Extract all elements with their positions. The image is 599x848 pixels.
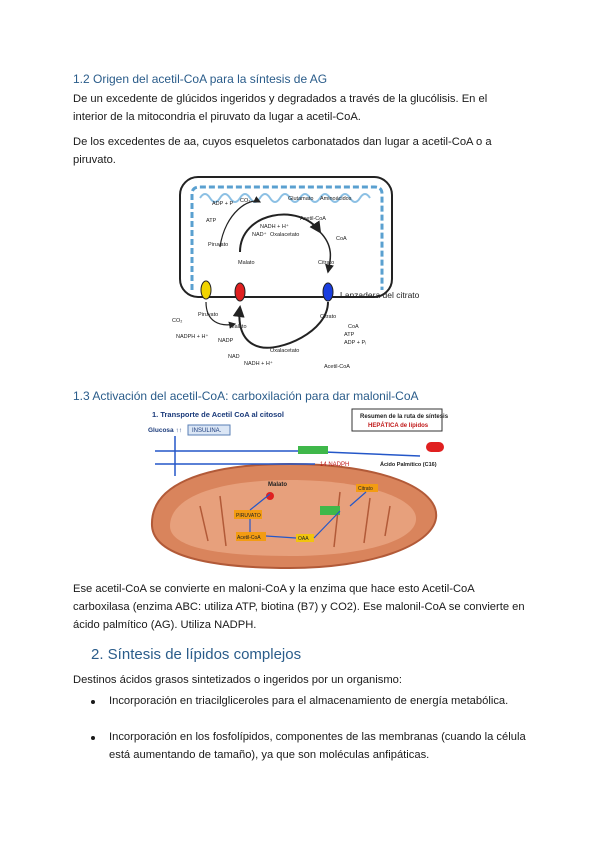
glucosa-label: Glucosa ↑↑: [148, 427, 182, 434]
section-heading-1-2: 1.2 Origen del acetil-CoA para la síntes…: [73, 72, 328, 86]
paragraph-glucidos: De un excedente de glúcidos ingeridos y …: [73, 93, 488, 123]
list-item: Incorporación en los fosfolípidos, compo…: [109, 731, 526, 761]
svg-text:NADH + H⁺: NADH + H⁺: [260, 223, 289, 230]
svg-text:Piruvato: Piruvato: [208, 242, 228, 248]
svg-text:Malato: Malato: [230, 324, 247, 330]
svg-text:ADP + P: ADP + P: [212, 201, 233, 207]
svg-text:ADP + Pᵢ: ADP + Pᵢ: [344, 340, 366, 346]
citrato-label: Citrato: [358, 486, 373, 492]
fig2-title: 1. Transporte de Acetil CoA al citosol: [152, 410, 284, 419]
resumen-line2: HEPÁTICA de lípidos: [368, 422, 429, 429]
svg-text:NAD⁺: NAD⁺: [252, 231, 267, 238]
citrate-shuttle-diagram: ADP + P CO₂ ATP Piruvato NADH + H⁺ NAD⁺ …: [172, 176, 420, 370]
svg-text:NADH + H⁺: NADH + H⁺: [244, 360, 273, 367]
svg-text:Malato: Malato: [238, 260, 255, 266]
svg-text:Citrato: Citrato: [318, 260, 334, 266]
section-heading-2: 2. Síntesis de lípidos complejos: [91, 646, 302, 663]
svg-text:ATP: ATP: [206, 218, 217, 224]
paragraph-aminoacidos: De los excedentes de aa, cuyos esqueleto…: [73, 136, 492, 166]
svg-text:NADPH + H⁺: NADPH + H⁺: [176, 333, 208, 340]
oaa-label: OAA: [298, 536, 309, 542]
svg-text:Piruvato: Piruvato: [198, 312, 218, 318]
svg-text:Oxalacetato: Oxalacetato: [270, 232, 299, 238]
hepatic-lipid-synthesis-diagram: 1. Transporte de Acetil CoA al citosol G…: [148, 408, 449, 570]
section-heading-1-3: 1.3 Activación del acetil-CoA: carboxila…: [73, 389, 419, 403]
svg-text:CO₂: CO₂: [240, 198, 250, 204]
svg-text:Acetil-CoA: Acetil-CoA: [300, 216, 326, 222]
paragraph-acetil-coa-carboxilasa: Ese acetil-CoA se convierte en maloni-Co…: [73, 583, 525, 631]
nadph-label: 14 NADPH: [320, 462, 349, 468]
transporter-red: [234, 282, 246, 302]
svg-text:Aminoácidos: Aminoácidos: [320, 196, 352, 202]
transporter-yellow: [200, 280, 212, 300]
bullet-dot: [91, 700, 95, 704]
svg-text:Glutamato: Glutamato: [288, 196, 313, 202]
svg-text:NADP: NADP: [218, 338, 234, 344]
transporter-blue: [322, 282, 334, 302]
svg-text:Oxalacetato: Oxalacetato: [270, 348, 299, 354]
svg-text:CoA: CoA: [336, 236, 347, 242]
svg-text:Citrato: Citrato: [320, 314, 336, 320]
svg-text:CoA: CoA: [348, 324, 359, 330]
insulina-label: INSULINA.: [192, 428, 222, 434]
piruvato-label: PIRUVATO: [236, 513, 261, 519]
bullet-dot: [91, 736, 95, 740]
svg-text:ATP: ATP: [344, 332, 355, 338]
shuttle-caption: Lanzadera del citrato: [340, 290, 420, 300]
paragraph-destinos: Destinos ácidos grasos sintetizados o in…: [73, 674, 402, 686]
resumen-line1: Resumen de la ruta de síntesis: [360, 414, 449, 420]
svg-text:NAD: NAD: [228, 354, 240, 360]
svg-text:Acetil-CoA: Acetil-CoA: [324, 364, 350, 370]
list-item: Incorporación en triacilgliceroles para …: [109, 695, 509, 707]
svg-text:CO₂: CO₂: [172, 318, 182, 324]
acido-palmitico-label: Ácido Palmítico (C16): [380, 461, 437, 468]
acetil-coa-label: Acetil-CoA: [237, 535, 261, 541]
malato-label: Malato: [268, 482, 287, 488]
